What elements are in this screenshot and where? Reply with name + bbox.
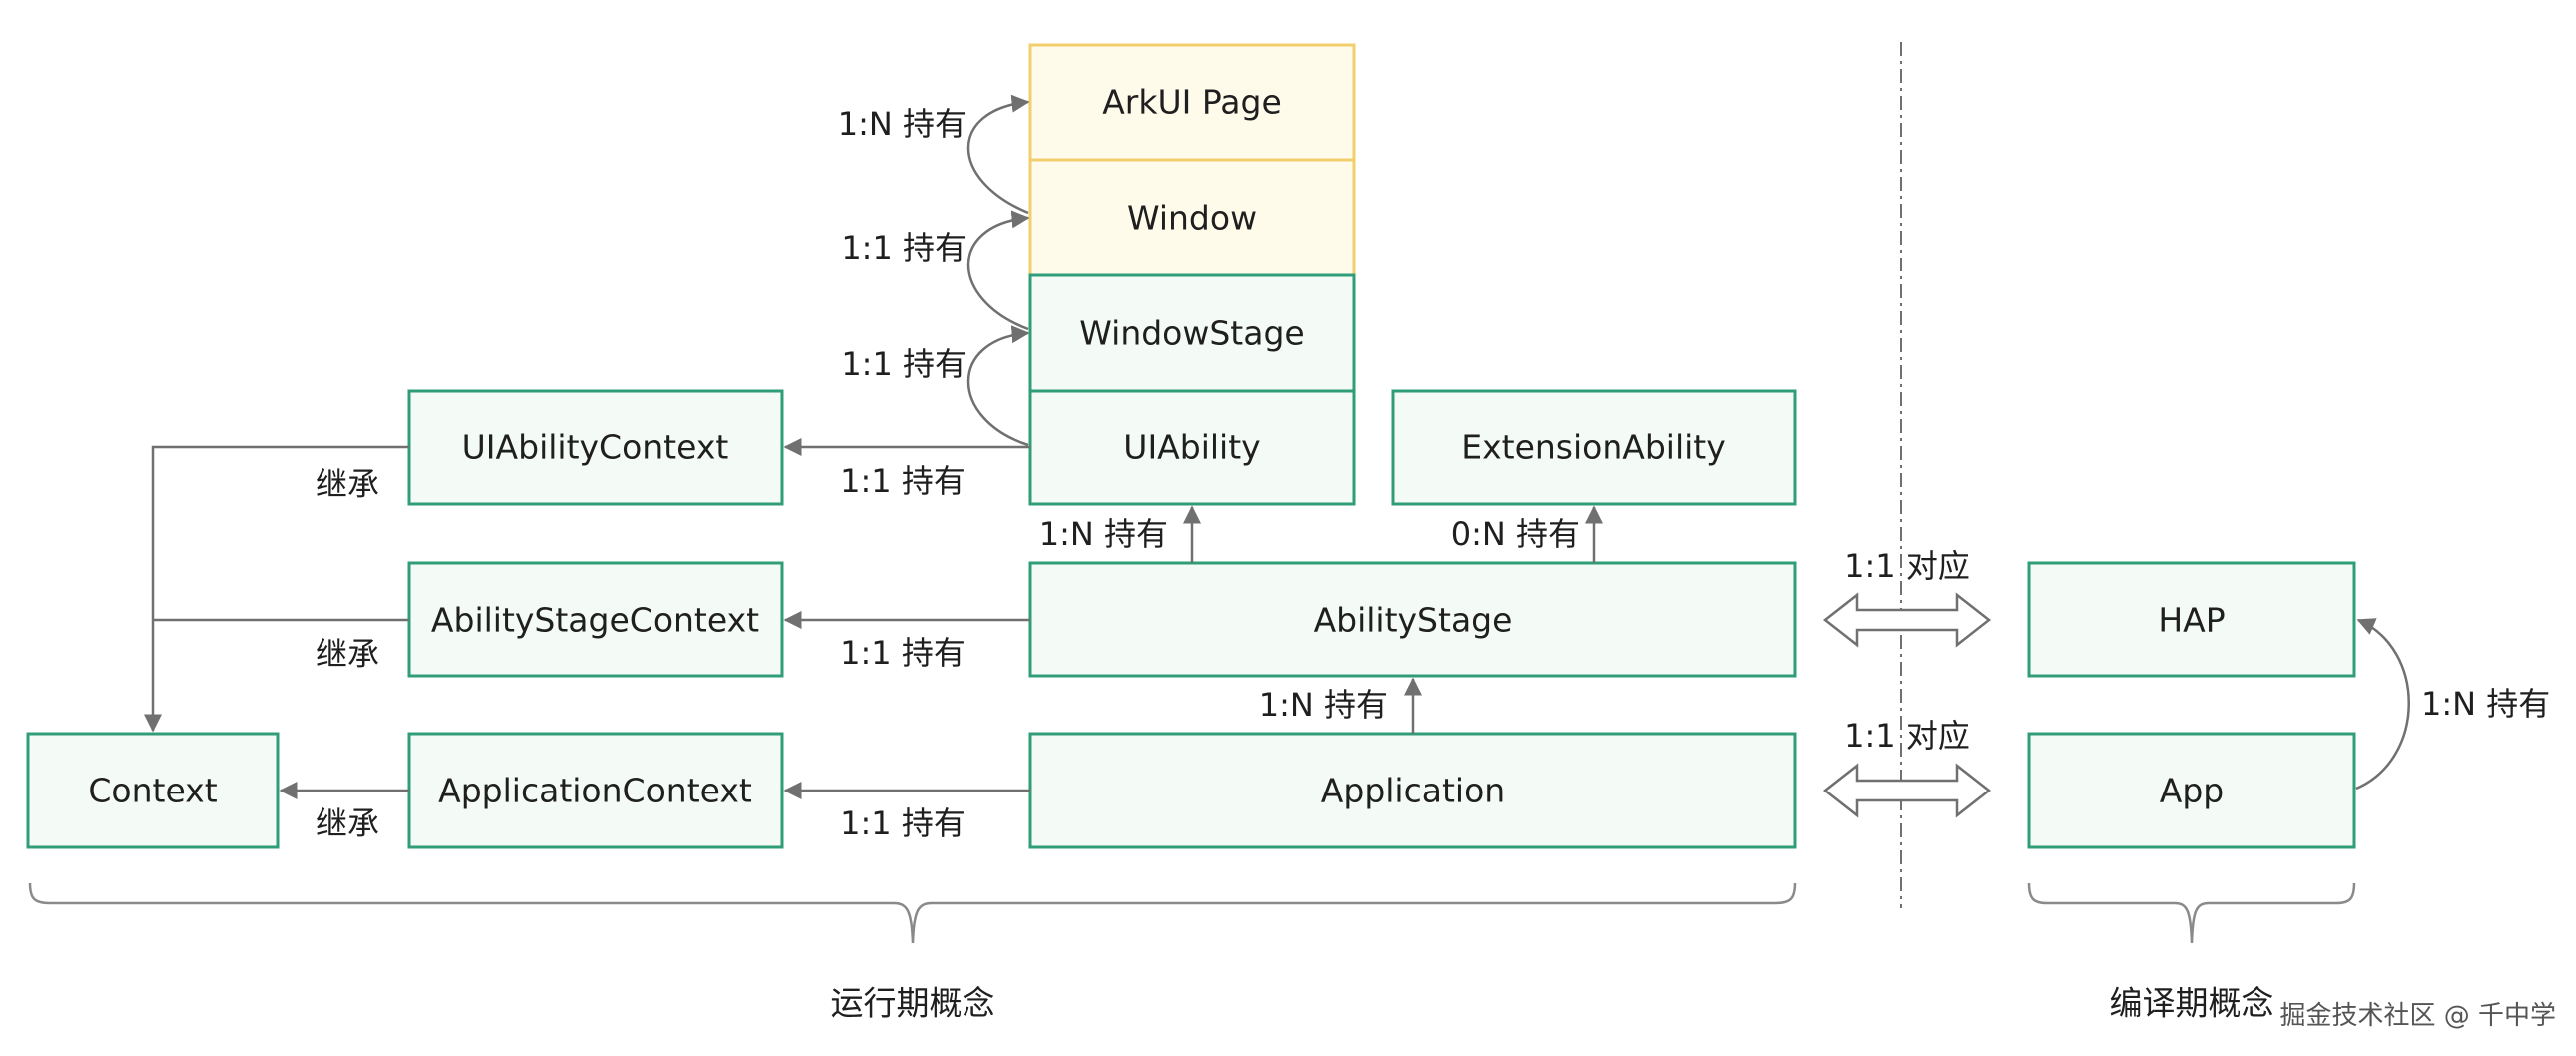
hap-box: HAP	[2027, 561, 2356, 678]
runtime-brace	[28, 882, 1797, 944]
arkui-page-box: ArkUI Page	[1028, 43, 1356, 162]
context-box: Context	[26, 732, 280, 849]
uiability-to-stage-arc	[966, 325, 1030, 447]
context-label: Context	[88, 772, 217, 810]
application-context-box: ApplicationContext	[407, 732, 784, 849]
application-context-label: ApplicationContext	[438, 772, 752, 810]
inherit-uiability-context-label: 继承	[316, 465, 379, 503]
ability-stage-label: AbilityStage	[1314, 601, 1513, 640]
ability-stage-context-box: AbilityStageContext	[407, 561, 784, 678]
uiability-label: UIAbility	[1123, 428, 1260, 467]
arkui-page-label: ArkUI Page	[1102, 83, 1282, 122]
window-to-page-arc	[966, 94, 1030, 215]
stage-hap-mapping-arrow	[1822, 592, 1992, 648]
stage-to-window-arc	[966, 210, 1030, 331]
application-context-hold-label: 1:1 持有	[840, 804, 966, 842]
window-stage-label: WindowStage	[1079, 314, 1304, 353]
ability-stage-box: AbilityStage	[1028, 561, 1797, 678]
hap-label: HAP	[2158, 601, 2225, 640]
uiability-context-box: UIAbilityContext	[407, 389, 784, 506]
extension-ability-box: ExtensionAbility	[1391, 389, 1797, 506]
ability-stage-context-hold-label: 1:1 持有	[840, 634, 966, 672]
uiability-box: UIAbility	[1028, 389, 1356, 506]
watermark: 掘金技术社区 @ 千中学	[2279, 1001, 2556, 1031]
application-box: Application	[1028, 732, 1797, 849]
stage-from-application-label: 1:N 持有	[1259, 686, 1388, 724]
extension-ability-label: ExtensionAbility	[1461, 428, 1726, 467]
inherit-application-context-label: 继承	[316, 804, 379, 842]
window-stage-box: WindowStage	[1028, 273, 1356, 393]
app-map-label: 1:1 对应	[1844, 717, 1970, 755]
window-hold-label: 1:1 持有	[841, 229, 966, 266]
uiability-context-label: UIAbilityContext	[462, 428, 729, 467]
runtime-concept-label: 运行期概念	[831, 984, 995, 1023]
ability-stage-context-label: AbilityStageContext	[431, 601, 759, 640]
window-label: Window	[1127, 199, 1257, 238]
hap-map-label: 1:1 对应	[1844, 547, 1970, 585]
application-label: Application	[1321, 772, 1505, 810]
inherit-connector	[144, 445, 409, 733]
compile-concept-label: 编译期概念	[2110, 984, 2274, 1023]
uiability-from-stage-label: 1:N 持有	[1039, 515, 1168, 553]
inherit-ability-stage-context-label: 继承	[316, 635, 379, 673]
application-app-mapping-arrow	[1822, 763, 1992, 818]
app-label: App	[2160, 772, 2224, 810]
extension-from-stage-label: 0:N 持有	[1451, 515, 1580, 553]
compile-brace	[2027, 882, 2356, 944]
app-to-hap-label: 1:N 持有	[2421, 685, 2550, 723]
window-box: Window	[1028, 158, 1356, 277]
app-box: App	[2027, 732, 2356, 849]
uiability-context-hold-label: 1:1 持有	[840, 462, 966, 500]
app-to-hap-arc	[2355, 618, 2410, 791]
page-hold-label: 1:N 持有	[838, 105, 966, 143]
stage-hold-label: 1:1 持有	[841, 345, 966, 383]
